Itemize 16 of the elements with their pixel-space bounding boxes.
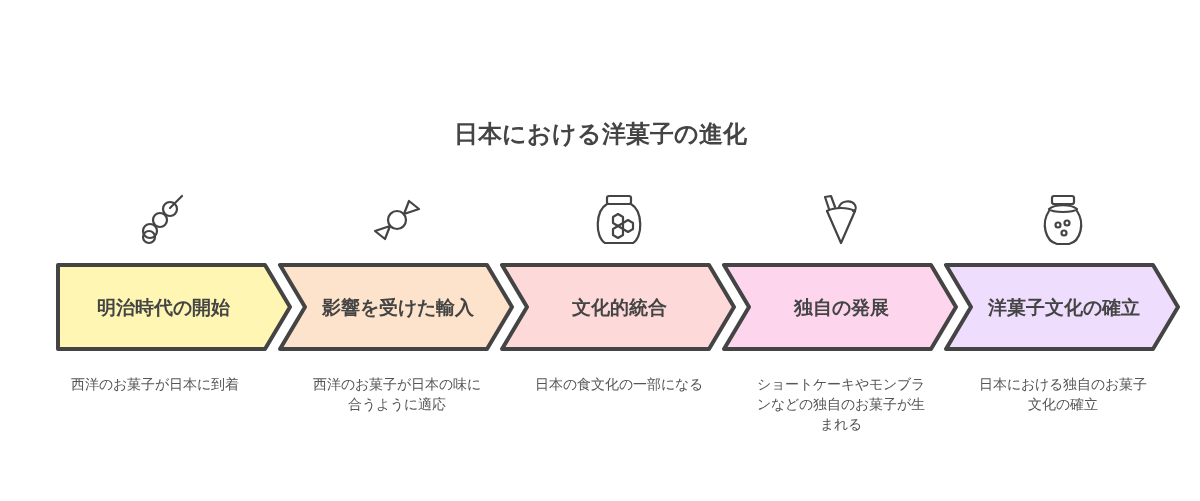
chevron-step — [278, 263, 515, 351]
step-label: 明治時代の開始 — [97, 294, 230, 320]
diagram-title: 日本における洋菓子の進化 — [453, 119, 747, 150]
step-label: 独自の発展 — [794, 294, 889, 320]
chevron-step — [722, 263, 959, 351]
step-label: 文化的統合 — [572, 294, 667, 320]
step-description: 西洋のお菓子が日本に到着 — [69, 375, 240, 394]
step-label: 影響を受けた輸入 — [321, 294, 474, 320]
step-description: ショートケーキやモンブランなどの独自のお菓子が生まれる — [755, 375, 926, 434]
step-description: 日本の食文化の一部になる — [533, 375, 704, 394]
step-description: 日本における独自のお菓子文化の確立 — [977, 375, 1148, 414]
chevron-step — [944, 263, 1181, 351]
step-label: 洋菓子文化の確立 — [987, 294, 1140, 320]
chevron-step — [500, 263, 737, 351]
step-description: 西洋のお菓子が日本の味に合うように適応 — [311, 375, 482, 414]
chevron-step — [56, 263, 293, 351]
